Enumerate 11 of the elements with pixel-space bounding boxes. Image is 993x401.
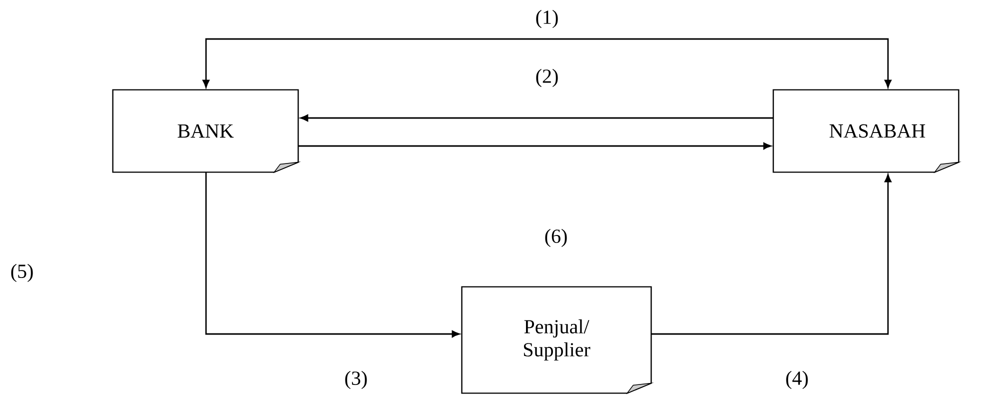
edge-label: (4) (784, 370, 810, 390)
edge-label: (3) (343, 370, 369, 390)
step-number: (5) (11, 264, 33, 282)
arrow (205, 172, 460, 338)
arrow (298, 142, 772, 150)
step-number: (6) (545, 228, 567, 248)
edge-label: (1) (534, 8, 560, 30)
step-number: (2) (536, 68, 558, 88)
arrow (651, 174, 892, 335)
arrow (202, 38, 892, 88)
arrow (300, 114, 774, 122)
